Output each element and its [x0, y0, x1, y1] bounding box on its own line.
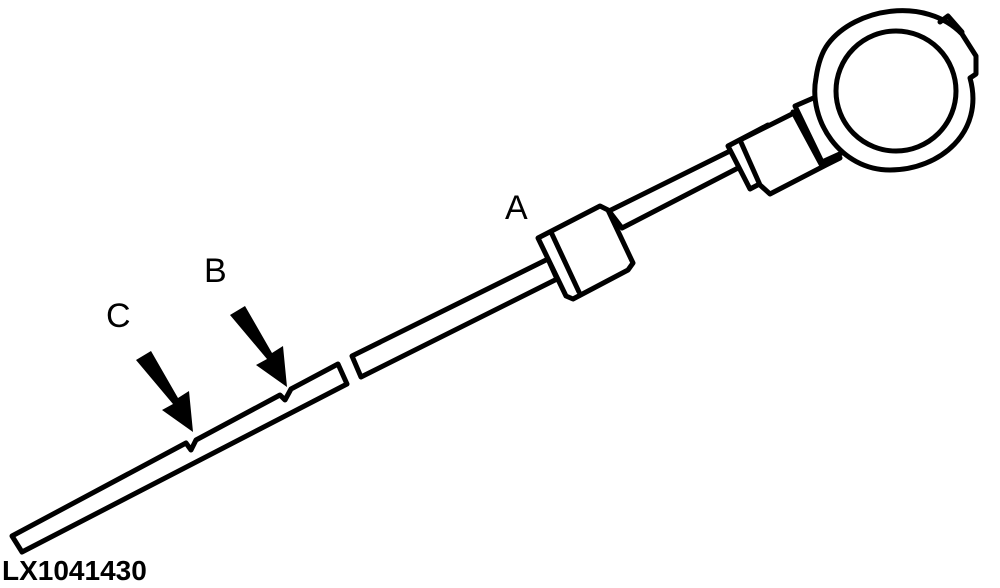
callout-label-a: A — [505, 189, 528, 227]
dipstick-blade-lower — [9, 361, 350, 555]
arrow-b-icon — [230, 306, 287, 387]
callout-label-b: B — [204, 252, 227, 290]
callout-label-c: C — [106, 297, 131, 335]
tube-fitting-a — [535, 203, 636, 302]
handle-ring-tab — [937, 13, 965, 35]
dipstick-tube — [606, 147, 743, 231]
handle-ring-inner — [833, 28, 959, 154]
figure-id: LX1041430 — [2, 555, 147, 586]
dipstick-shaft-upper — [349, 256, 560, 380]
fitting-a-edge — [548, 229, 582, 295]
arrow-c-icon — [136, 351, 193, 432]
